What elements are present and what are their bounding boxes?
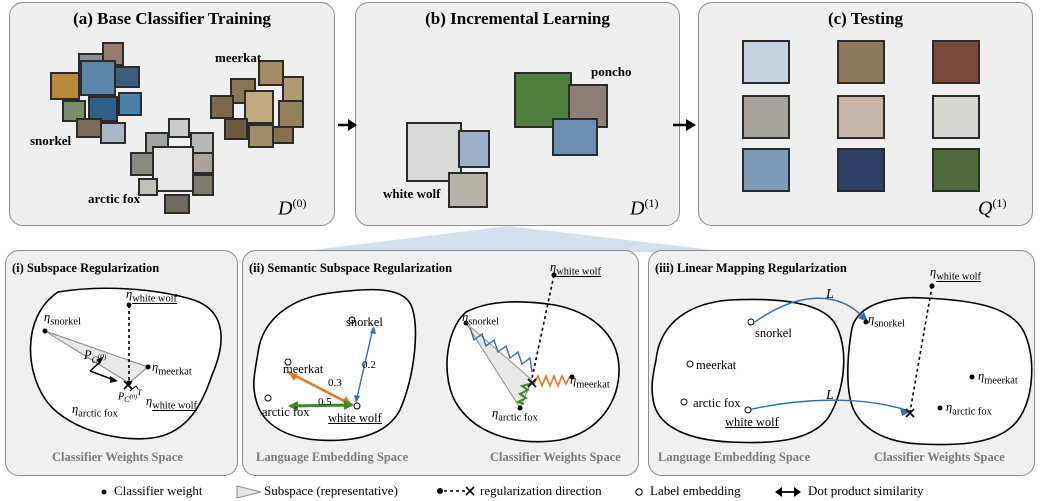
label-mapping-l-top: L	[826, 287, 834, 302]
cluster-image	[168, 118, 190, 138]
label-eta-snorkel: ηsnorkel	[44, 310, 81, 328]
cluster-image	[164, 194, 190, 214]
cluster-image	[248, 124, 274, 148]
similarity-arctic-fox: 0.5	[318, 396, 332, 408]
test-image	[837, 148, 885, 192]
panel-title-base: (a) Base Classifier Training	[73, 9, 271, 28]
label-eta-snorkel-ii: ηsnorkel	[462, 310, 499, 328]
label-eta-arctic-fox-ii: ηarctic fox	[492, 406, 538, 424]
cluster-image	[272, 126, 294, 144]
label-eta-snorkel-iii: ηsnorkel	[868, 312, 905, 330]
panel-title-linear: (iii) Linear Mapping Regularization	[655, 261, 847, 275]
arrow-right-icon	[338, 119, 357, 131]
cluster-image	[224, 118, 248, 140]
cluster-image	[100, 122, 126, 144]
dataset-d0: D(0)	[278, 196, 307, 220]
cluster-image	[152, 146, 194, 192]
cluster-image	[448, 172, 488, 208]
panel-title-testing: (c) Testing	[827, 9, 904, 28]
cluster-image	[88, 96, 118, 122]
label-eta-meerkat-iii: ηmeerkat	[978, 369, 1018, 387]
label-snorkel: snorkel	[30, 133, 72, 148]
label-white-wolf: white wolf	[383, 186, 441, 201]
test-image	[932, 148, 980, 192]
legend-reg-direction-icon	[437, 486, 475, 496]
legend-label-embedding: Label embedding	[650, 483, 741, 498]
similarity-meerkat: 0.3	[328, 377, 342, 389]
test-image	[742, 95, 790, 139]
legend-label-embedding-icon	[635, 488, 643, 496]
panel-incremental: (b) Incremental Learning	[355, 2, 680, 226]
label-meerkat: meerkat	[215, 50, 262, 65]
legend-subspace-icon	[236, 485, 262, 499]
cluster-image	[192, 152, 214, 174]
legend-reg-direction: regularization direction	[480, 483, 602, 498]
space-label-classifier-i: Classifier Weights Space	[52, 450, 183, 464]
panel-title-semantic: (ii) Semantic Subspace Regularization	[249, 261, 453, 275]
cluster-image	[258, 60, 284, 86]
panel-title-subspace: (i) Subspace Regularization	[12, 261, 160, 275]
arrow-right-icon	[673, 119, 696, 131]
legend-classifier-weight: Classifier weight	[114, 483, 203, 498]
label-eta-arctic-fox: ηarctic fox	[72, 402, 118, 420]
cluster-image	[552, 118, 598, 156]
label-white-wolf-embedding: white wolf	[328, 411, 382, 425]
label-white-wolf-embedding-iii: white wolf	[725, 415, 779, 429]
label-eta-arctic-fox-iii: ηarctic fox	[946, 400, 992, 418]
similarity-snorkel: 0.2	[362, 359, 376, 371]
test-image	[742, 40, 790, 84]
space-label-language-ii: Language Embedding Space	[256, 450, 409, 464]
cluster-image	[244, 90, 274, 124]
label-eta-meerkat-ii: ηmeerkat	[570, 373, 610, 391]
legend-dot-product: Dot product similarity	[808, 483, 924, 498]
cluster-image	[50, 72, 80, 100]
panel-title-incremental: (b) Incremental Learning	[425, 9, 610, 28]
space-label-language-iii: Language Embedding Space	[658, 450, 811, 464]
test-image	[932, 95, 980, 139]
label-arctic-fox-embedding-iii: arctic fox	[693, 396, 741, 410]
test-image	[837, 95, 885, 139]
label-eta-white-wolf-top: ηwhite wolf	[126, 287, 177, 305]
label-meerkat-embedding: meerkat	[283, 362, 324, 376]
legend-dot-icon	[101, 489, 107, 495]
legend-subspace: Subspace (representative)	[264, 483, 398, 498]
dataset-d1: D(1)	[630, 196, 659, 220]
test-image	[742, 148, 790, 192]
cluster-image	[278, 100, 304, 128]
label-snorkel-embedding: snorkel	[346, 315, 383, 329]
cluster-image	[138, 178, 158, 196]
cluster-image	[114, 66, 140, 88]
cluster-image	[80, 60, 116, 96]
label-mapping-l-bottom: L	[826, 388, 834, 403]
label-eta-white-wolf-ii: ηwhite wolf	[550, 260, 601, 278]
cluster-image	[118, 92, 142, 116]
legend-double-arrow-icon	[775, 487, 801, 497]
label-arctic-fox: arctic fox	[88, 191, 141, 206]
space-label-classifier-iii: Classifier Weights Space	[874, 450, 1005, 464]
label-eta-white-wolf-iii: ηwhite wolf	[930, 265, 981, 283]
label-snorkel-embedding-iii: snorkel	[755, 326, 792, 340]
label-arctic-fox-embedding: arctic fox	[262, 405, 310, 419]
cluster-image	[458, 130, 490, 168]
space-label-classifier-ii: Classifier Weights Space	[490, 450, 621, 464]
label-poncho: poncho	[591, 64, 632, 79]
label-meerkat-embedding-iii: meerkat	[696, 358, 737, 372]
test-image	[932, 40, 980, 84]
label-eta-white-wolf-proj: ηwhite wolf	[146, 394, 197, 412]
test-image	[837, 40, 885, 84]
label-projection: PC(0)T	[118, 388, 142, 405]
label-eta-meerkat: ηmeerkat	[152, 360, 192, 378]
label-basis-p: PC(0)	[84, 348, 107, 365]
cluster-image	[192, 174, 214, 196]
cluster-image	[210, 95, 234, 119]
dataset-q1: Q(1)	[978, 196, 1007, 220]
cluster-image	[62, 100, 86, 122]
